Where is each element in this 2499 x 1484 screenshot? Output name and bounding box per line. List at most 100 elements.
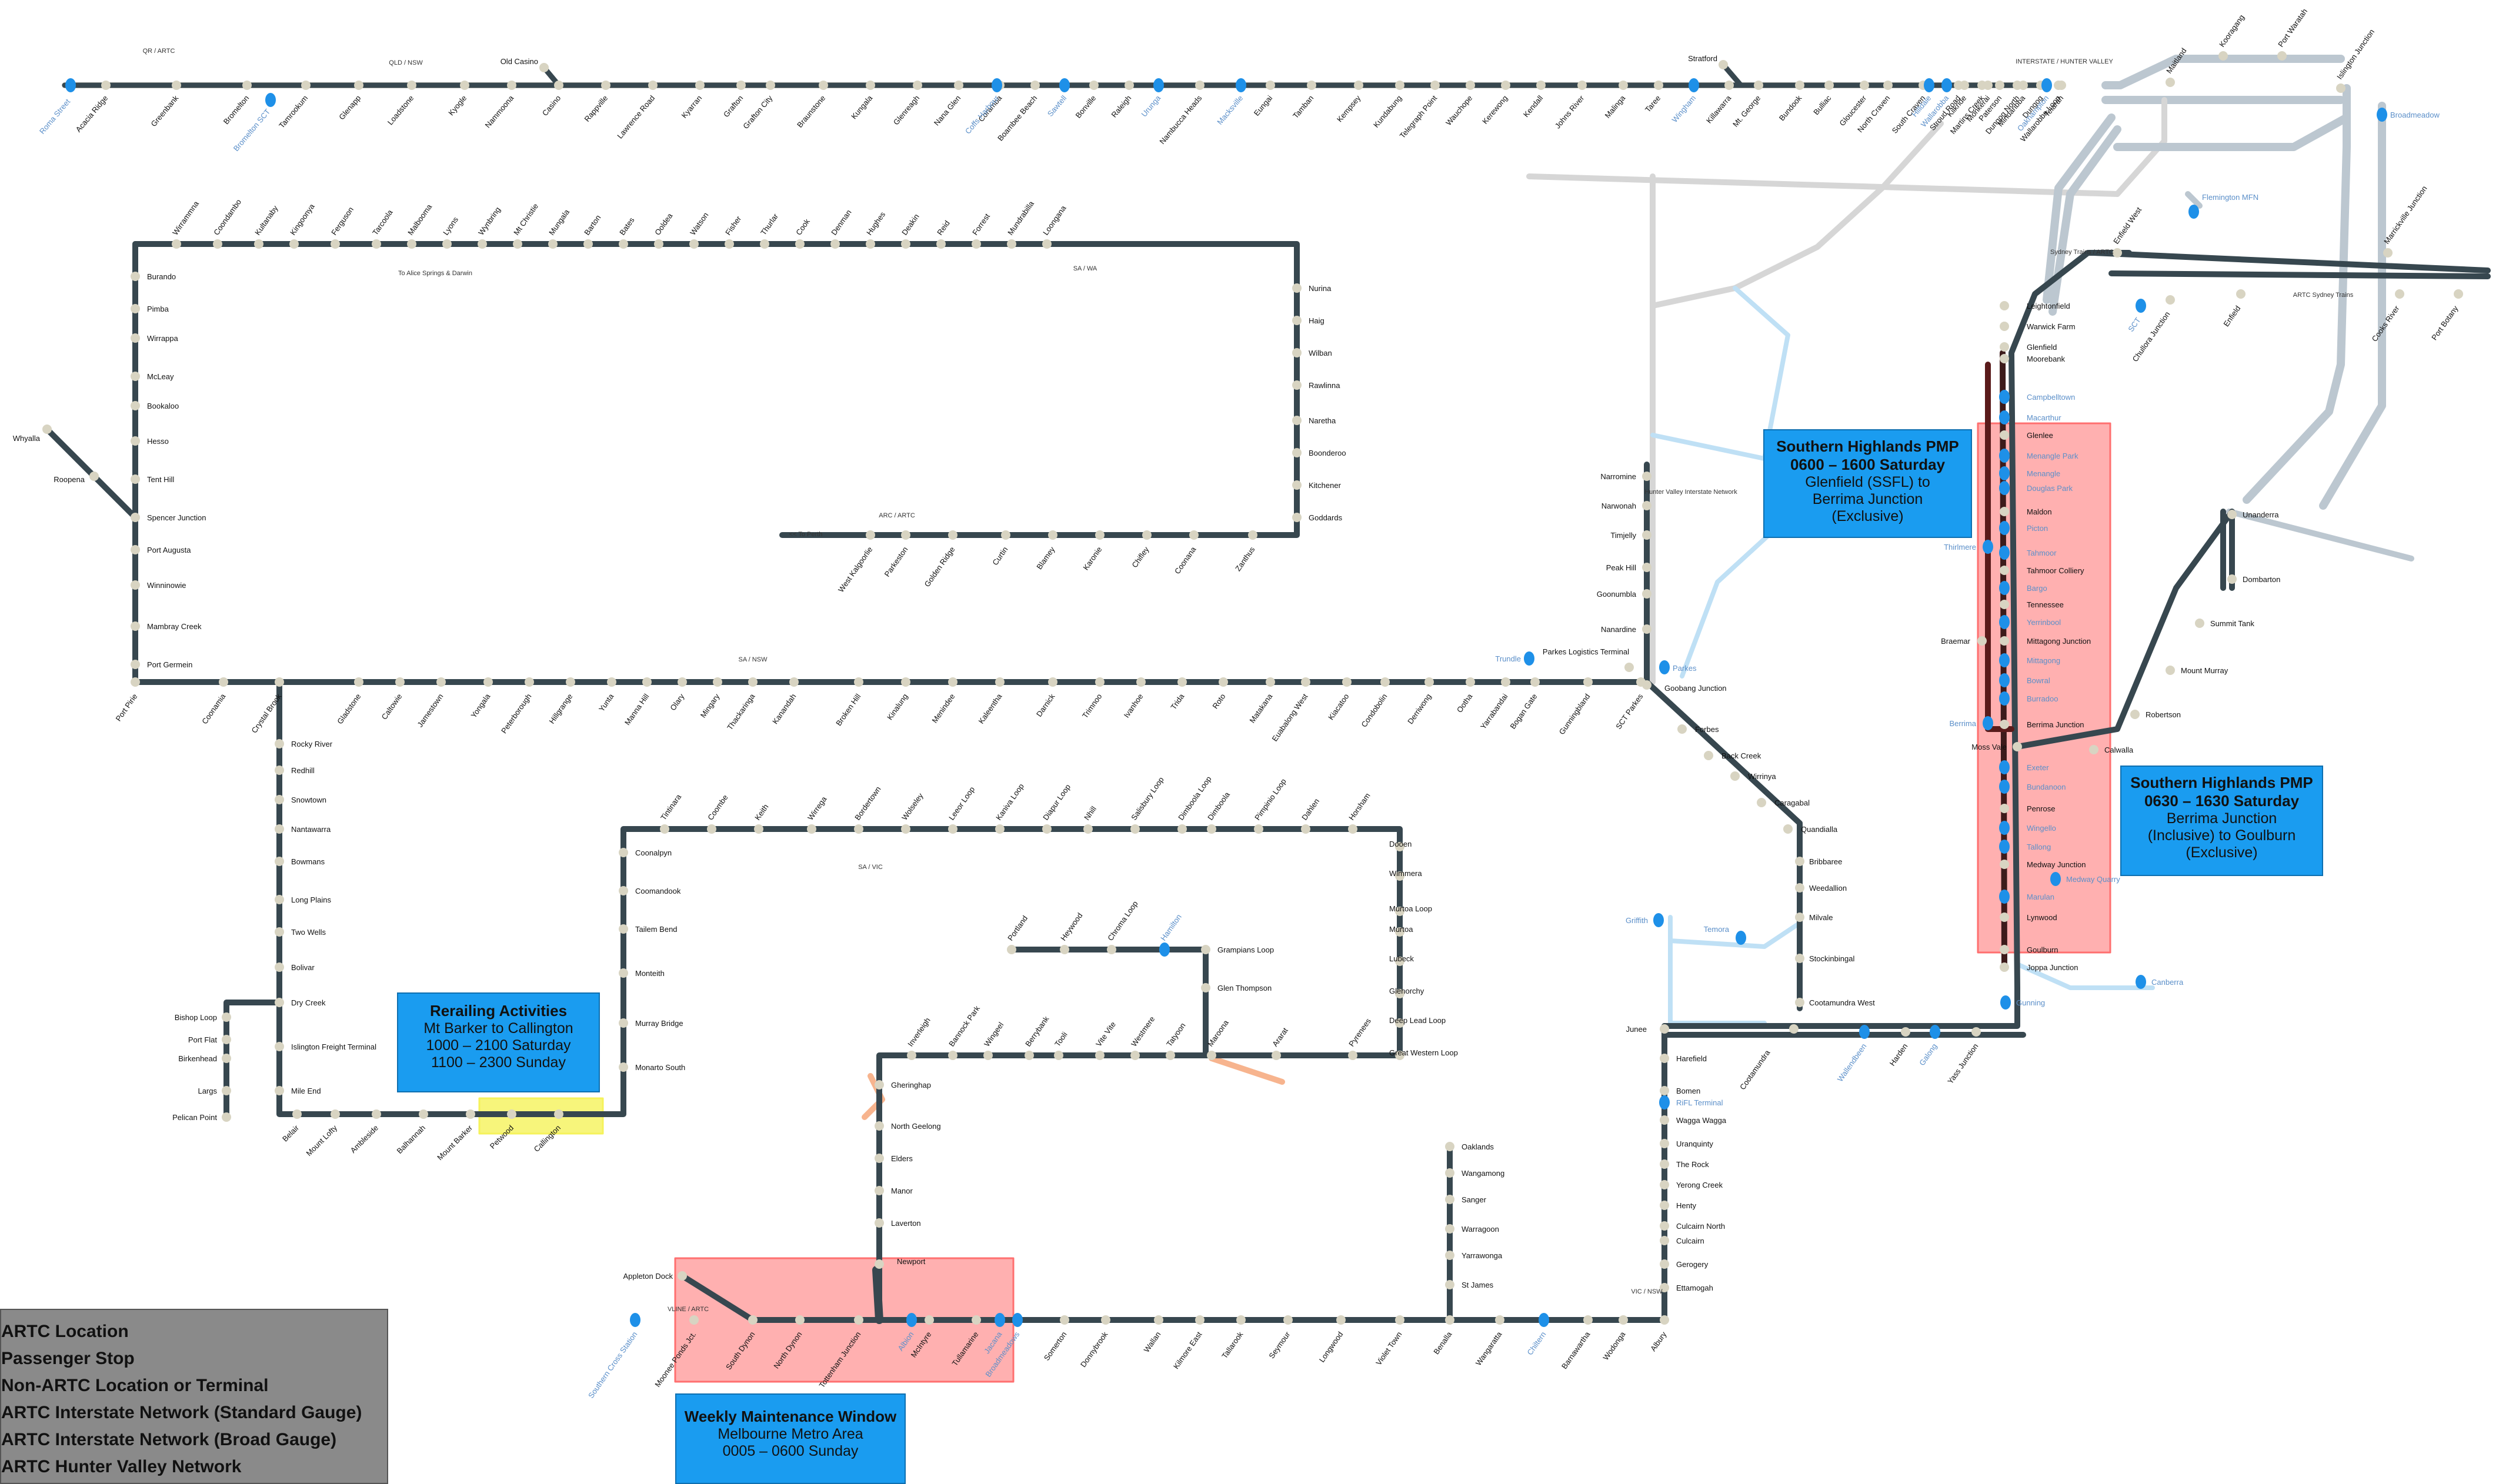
station-marker [222, 1054, 231, 1063]
passenger-stop-marker [1999, 821, 2010, 835]
station-label: Malbooma [406, 202, 434, 237]
station-label: SCT [2126, 316, 2142, 333]
station-label: Hillgrange [548, 692, 575, 726]
station-label: Mount Lofty [304, 1123, 339, 1158]
station-label: Gunningbland [1557, 692, 1592, 736]
hunter-valley-line [2113, 113, 2351, 151]
station-marker [766, 81, 775, 90]
station-marker [1095, 530, 1105, 540]
passenger-stop-marker [1659, 660, 1670, 674]
station-marker [2000, 804, 2009, 813]
station-marker [219, 677, 228, 687]
station-label: Seymour [1267, 1330, 1292, 1361]
station-marker [1445, 1168, 1454, 1178]
station-marker [131, 436, 140, 446]
station-label: Roto [1210, 692, 1227, 710]
broad-gauge-line [2015, 962, 2155, 990]
station-marker [1207, 1051, 1216, 1060]
station-label: Islington Junction [2335, 28, 2376, 81]
station-label: Gerogery [1676, 1260, 1709, 1269]
station-label: Taree [1643, 93, 1662, 114]
main-south-line [1661, 250, 2132, 1029]
station-marker [2000, 913, 2009, 922]
non-artc-line [1526, 97, 2167, 197]
station-marker [2089, 745, 2098, 754]
station-label: Jamestown [415, 692, 445, 728]
station-marker [1677, 724, 1687, 734]
station-label: Picton [2027, 524, 2048, 533]
station-label: Lawrence Road [615, 93, 656, 140]
station-label: Mount Barker [435, 1123, 474, 1162]
passenger-stop-marker [1999, 521, 2010, 535]
box-line: Berrima Junction [1812, 491, 1923, 507]
station-marker [2000, 860, 2009, 869]
passenger-stop-marker [1999, 691, 2010, 706]
station-label: Grafton City [741, 93, 774, 131]
box-line: (Inclusive) to Goulburn [2147, 827, 2296, 844]
station-label: Tintinara [659, 792, 683, 821]
station-label: Bulliac [1811, 93, 1833, 116]
station-marker [1754, 81, 1763, 90]
station-marker [131, 677, 140, 687]
station-label: Kilmore East [1172, 1330, 1204, 1371]
station-label: Boonderoo [1309, 449, 1346, 457]
station-label: Dimboola [1206, 790, 1232, 822]
station-label: Parkes Logistics Terminal [1543, 647, 1629, 656]
station-label: Olary [668, 692, 686, 712]
station-label: Yarrabandai [1479, 692, 1509, 731]
station-label: Glenreagh [892, 93, 922, 126]
station-marker [1901, 1027, 1910, 1037]
station-label: Warragoon [1462, 1225, 1499, 1234]
station-label: Balhannah [395, 1124, 428, 1156]
station-marker [1977, 81, 1987, 90]
station-marker [1348, 824, 1357, 834]
station-label: Flemington MFN [2202, 193, 2258, 202]
station-label: Trundle [1495, 654, 1521, 663]
station-label: Leeor Loop [947, 785, 976, 821]
southern-highlands-zone [1977, 422, 2111, 954]
station-label: Boambee Beach [996, 93, 1039, 142]
station-label: Urunga [1139, 93, 1162, 119]
station-label: Bargo [2027, 584, 2047, 593]
station-label: Unanderra [2243, 510, 2279, 519]
station-label: Barton [582, 213, 602, 237]
station-marker [1354, 81, 1363, 90]
passenger-stop-marker [995, 1313, 1005, 1327]
station-marker [1136, 677, 1146, 687]
station-label: Gheringhap [891, 1081, 931, 1089]
station-label: Kendall [1522, 93, 1544, 119]
station-marker [242, 81, 252, 90]
station-label: Mount Murray [2181, 666, 2228, 675]
station-marker [2000, 600, 2009, 609]
passenger-stop-marker [1983, 540, 1993, 554]
station-marker [1577, 81, 1587, 90]
station-label: Two Wells [291, 928, 326, 937]
station-label: Birkenhead [178, 1054, 217, 1063]
station-marker [907, 1051, 916, 1060]
station-marker [1395, 871, 1404, 881]
station-label: Murtoa Loop [1389, 904, 1432, 913]
station-marker [689, 1315, 699, 1325]
station-marker [2000, 301, 2009, 310]
boundary-label: ARC / ARTC [879, 512, 915, 519]
station-marker [275, 962, 284, 972]
station-marker [789, 677, 799, 687]
station-marker [2000, 354, 2009, 363]
station-marker [478, 239, 487, 249]
station-label: Moss Vale [1971, 743, 2007, 751]
station-label: Bookaloo [147, 402, 179, 410]
non-artc-line [1650, 121, 1944, 309]
station-marker [1501, 677, 1510, 687]
station-marker [1395, 1051, 1404, 1060]
station-marker [1283, 1315, 1293, 1325]
station-label: Mittagong [2027, 656, 2060, 665]
station-label: Mt. George [1731, 93, 1762, 128]
station-label: Berrima [1949, 719, 1976, 728]
station-label: Stratford [1688, 54, 1717, 63]
station-marker [1860, 81, 1869, 90]
passenger-stop-marker [1153, 78, 1164, 92]
forbes-line [1644, 679, 1803, 1011]
passenger-stop-marker [1524, 651, 1534, 666]
station-label: Kaniva Loop [994, 782, 1026, 822]
boundary-label: To Alice Springs & Darwin [398, 270, 472, 277]
